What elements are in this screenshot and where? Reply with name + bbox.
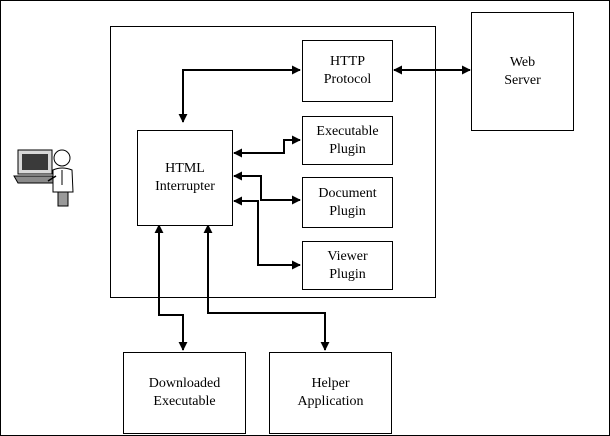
user-at-computer-icon xyxy=(13,149,74,207)
web-server-label-line2: Server xyxy=(504,72,541,88)
downloaded-executable-label-line1: Downloaded xyxy=(148,376,221,391)
connector-html-document-plugin xyxy=(233,171,301,205)
viewer-plugin-label-line2: Plugin xyxy=(329,266,366,282)
helper-application-label-line2: Application xyxy=(297,394,364,409)
connector-html-viewer-plugin xyxy=(233,196,301,270)
http-protocol-label-line1: HTTP xyxy=(329,54,365,69)
web-server-label-line1: Web xyxy=(509,54,536,70)
connector-html-downloaded-executable xyxy=(154,224,188,351)
downloaded-executable-label-line2: Executable xyxy=(153,394,216,409)
connector-html-executable-plugin xyxy=(233,135,301,158)
document-plugin-label-line2: Plugin xyxy=(329,203,366,219)
executable-plugin-label-line2: Plugin xyxy=(329,141,366,157)
helper-application-label-line1: Helper xyxy=(311,376,350,391)
viewer-plugin-label-line1: Viewer xyxy=(327,248,368,264)
html-interrupter-label-line2: Interrupter xyxy=(155,179,215,194)
connector-html-http xyxy=(178,65,301,123)
document-plugin-label-line1: Document xyxy=(318,185,377,201)
executable-plugin-label-line1: Executable xyxy=(316,123,379,139)
http-protocol-label-line2: Protocol xyxy=(323,72,372,87)
html-interrupter-box: HTML Interrupter xyxy=(137,130,233,226)
http-protocol-box: HTTP Protocol xyxy=(302,40,393,102)
html-interrupter-label-line1: HTML xyxy=(165,161,205,176)
connector-html-helper-application xyxy=(203,224,330,351)
